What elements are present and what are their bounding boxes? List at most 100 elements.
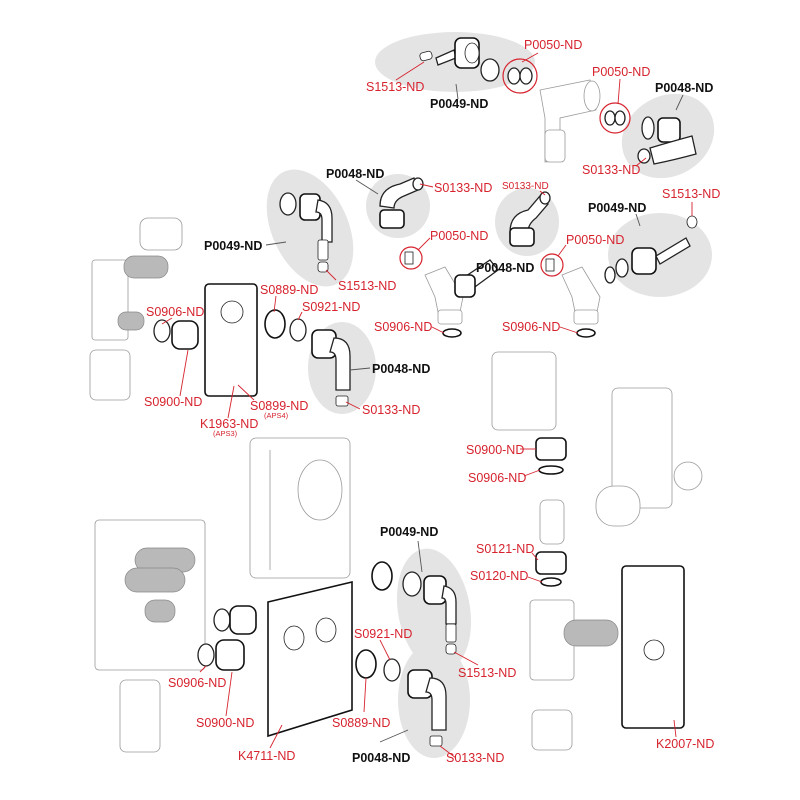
label-right-s0121: S0121-ND xyxy=(476,542,534,556)
label-mid-p0048: P0048-ND xyxy=(326,167,384,181)
part-s1513-bottom xyxy=(445,643,457,655)
leader-bot-s0921 xyxy=(379,639,391,661)
label-aps-s0899: S0899-ND xyxy=(250,399,308,413)
part-p0049-mid-left-hose xyxy=(317,239,329,261)
leader-lines xyxy=(161,52,693,759)
label-aps-s0900: S0900-ND xyxy=(144,395,202,409)
label-top-p0049: P0049-ND xyxy=(430,97,488,111)
label-aps-s0899-sub: (APS4) xyxy=(264,411,289,420)
p0050-mid-left-callout-circle xyxy=(399,246,423,270)
p0050-mid-right-callout-circle xyxy=(540,253,564,277)
part-p0049-mid-left-washer xyxy=(279,192,297,216)
part-p0049-mid-right-tail xyxy=(655,237,691,265)
leader-aps-s0921 xyxy=(297,311,303,321)
leader-aps-s0906 xyxy=(161,317,173,325)
part-s0906-aps xyxy=(153,319,171,343)
leader-mid-s0133-a xyxy=(419,183,434,188)
part-p0048-mid-right-nut xyxy=(509,227,535,247)
part-p0049-mid-right-washer-b xyxy=(615,258,629,278)
leader-mid-p0049-right xyxy=(635,213,641,227)
label-bot-s0900: S0900-ND xyxy=(196,716,254,730)
part-s0921-bottom xyxy=(383,658,401,682)
p0050-top-callout-circle xyxy=(502,58,538,94)
part-center-mounting-box-cap xyxy=(297,459,343,521)
leader-top-p0050-a xyxy=(521,52,539,63)
part-s0121-right xyxy=(535,551,567,575)
leader-bot-k4711 xyxy=(269,724,283,749)
aps-left-siphon xyxy=(89,217,351,407)
part-k2007-rosette-hole xyxy=(643,639,665,661)
part-p0050-top-right-a xyxy=(604,110,616,126)
label-mid-p0049-right: P0049-ND xyxy=(588,201,646,215)
leader-mid-p0048 xyxy=(355,179,379,195)
label-top-s1513: S1513-ND xyxy=(366,80,424,94)
bottom-double-siphon xyxy=(94,519,457,753)
part-aps-thread-upper xyxy=(123,255,169,279)
part-p0050-top-a xyxy=(507,67,521,85)
label-bot-s0906: S0906-ND xyxy=(168,676,226,690)
part-bottom-nut-upper xyxy=(371,561,393,591)
leader-right-s0121 xyxy=(531,552,539,561)
label-aps-k1963: K1963-ND xyxy=(200,417,258,431)
leader-right-s0120 xyxy=(527,576,543,583)
part-p0049-bottom-washer xyxy=(402,571,422,597)
part-k4711-hole-b xyxy=(315,617,337,643)
part-p0048-top-hose xyxy=(649,135,697,165)
part-s0133-aps xyxy=(335,395,349,407)
label-right-s0906: S0906-ND xyxy=(468,471,526,485)
leader-bot-p0048 xyxy=(379,729,409,743)
part-aps-outlet xyxy=(89,349,131,401)
leader-bot-p0049 xyxy=(417,540,423,573)
part-p0049-bottom-hose xyxy=(445,623,457,643)
part-right-cover-box xyxy=(491,351,557,431)
part-p0049-mid-right-washer-a xyxy=(604,266,616,284)
leader-aps-s0900 xyxy=(179,349,189,397)
leader-top-s0133 xyxy=(635,157,647,167)
part-p0050-mid-left xyxy=(404,251,414,265)
leader-bot-s0133 xyxy=(439,745,457,759)
label-top-s0133: S0133-ND xyxy=(582,163,640,177)
leader-aps-s0889 xyxy=(273,295,277,313)
leader-top-p0049 xyxy=(455,83,459,100)
label-bot-s1513: S1513-ND xyxy=(458,666,516,680)
middle-left-assembly xyxy=(279,177,499,338)
leader-bot-s0906 xyxy=(199,665,207,673)
leader-top-s1513 xyxy=(395,61,425,81)
part-aps-thread-lower xyxy=(117,311,145,331)
label-mid-s0906-a: S0906-ND xyxy=(374,320,432,334)
label-mid-p0050-a: P0050-ND xyxy=(430,229,488,243)
label-right-s0120: S0120-ND xyxy=(470,569,528,583)
label-top-p0050-b: P0050-ND xyxy=(592,65,650,79)
part-p0048-aps-elbow xyxy=(329,337,351,391)
leader-right-k2007 xyxy=(673,719,677,738)
leader-mid-p0050-a xyxy=(417,237,431,251)
part-s0906-mid-left xyxy=(442,328,462,338)
label-aps-s0133: S0133-ND xyxy=(362,403,420,417)
part-right-insert xyxy=(539,499,565,545)
part-double-thread-c xyxy=(144,599,176,623)
part-p0050-top-b xyxy=(519,67,533,85)
part-p0049-top-nut-face xyxy=(464,42,480,64)
part-y-piece-right-nut xyxy=(573,309,599,325)
label-mid-s0906-b: S0906-ND xyxy=(502,320,560,334)
part-top-tee-outlet xyxy=(544,129,566,163)
part-s0906-mid-right xyxy=(576,328,596,338)
part-s0900-bottom-a xyxy=(229,605,257,635)
part-s0889-aps xyxy=(264,309,286,339)
label-mid-p0049-left: P0049-ND xyxy=(204,239,262,253)
leader-aps-s0899 xyxy=(237,384,255,401)
part-aps-cap xyxy=(139,217,183,251)
leader-mid-p0050-b xyxy=(557,244,567,257)
leader-bot-s0900 xyxy=(225,671,233,717)
part-double-siphon-box xyxy=(94,519,206,671)
part-s0133-top xyxy=(637,148,651,164)
label-top-p0050-a: P0050-ND xyxy=(524,38,582,52)
part-labels: S1513-ND P0049-ND P0050-ND P0050-ND P004… xyxy=(144,38,720,765)
part-right-siphon-outlet xyxy=(531,709,573,751)
center-boxes xyxy=(249,351,703,579)
part-k1963-rosette xyxy=(204,283,258,397)
label-mid-s0133-b: S0133-ND xyxy=(502,181,549,192)
leader-mid-s0133-b xyxy=(539,190,546,196)
part-p0050-mid-right xyxy=(545,258,555,272)
